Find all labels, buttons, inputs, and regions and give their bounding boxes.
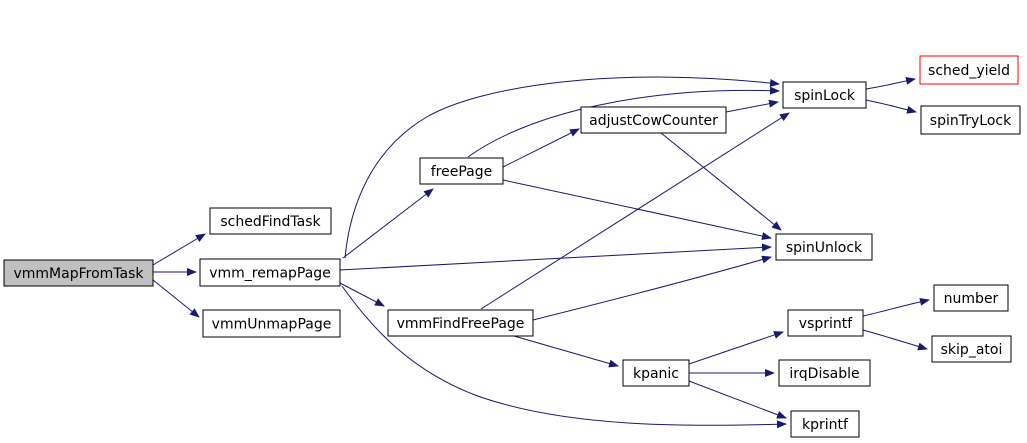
edges-layer [152,76,930,429]
node-spinUnlock[interactable]: spinUnlock [775,233,873,261]
edge-vmm_remapPage-to-spinUnlock [339,243,772,271]
node-vmmFindFreePage[interactable]: vmmFindFreePage [387,309,534,337]
node-vmmMapFromTask[interactable]: vmmMapFromTask [3,259,154,287]
edge-adjustCowCounter-to-spinLock [725,99,779,113]
edge-vmmFindFreePage-to-kpanic [513,335,619,368]
edge-vmm_remapPage-to-kprintf [341,285,787,429]
node-sched_yield[interactable]: sched_yield [919,55,1019,85]
node-vsprintf[interactable]: vsprintf [787,309,864,337]
node-vmmMapFromTask-box[interactable] [3,259,154,287]
node-schedFindTask[interactable]: schedFindTask [209,207,332,235]
node-spinLock-box[interactable] [782,81,867,109]
node-vmmUnmapPage[interactable]: vmmUnmapPage [202,309,341,338]
node-skip_atoi-label: skip_atoi [941,342,1003,358]
node-kprintf-box[interactable] [790,410,860,438]
edge-vsprintf-to-skip_atoi [862,329,928,351]
node-vmmFindFreePage-box[interactable] [387,309,534,337]
node-spinTryLock[interactable]: spinTryLock [920,105,1021,135]
node-freePage-box[interactable] [419,157,504,185]
edge-kpanic-to-kprintf [688,380,787,419]
node-vmmUnmapPage-box[interactable] [202,309,341,338]
edge-adjustCowCounter-to-spinUnlock [660,132,782,231]
node-vmm_remapPage-box[interactable] [199,258,341,287]
node-vsprintf-box[interactable] [787,309,864,337]
node-kpanic[interactable]: kpanic [622,359,690,387]
edge-vmmFindFreePage-to-spinLock [480,112,790,310]
node-vmmFindFreePage-label: vmmFindFreePage [397,316,525,332]
node-skip_atoi-box[interactable] [931,335,1012,363]
node-spinLock[interactable]: spinLock [782,81,867,109]
node-spinTryLock-box[interactable] [920,105,1021,135]
node-vmmUnmapPage-label: vmmUnmapPage [212,317,332,333]
edge-spinLock-to-sched_yield [865,76,916,90]
edge-vmm_remapPage-to-vmmFindFreePage [339,282,385,307]
node-kprintf-label: kprintf [802,417,849,433]
node-spinUnlock-box[interactable] [775,233,873,261]
node-vmmMapFromTask-label: vmmMapFromTask [13,266,144,282]
node-spinUnlock-label: spinUnlock [786,240,863,256]
node-number-label: number [944,291,999,307]
node-freePage[interactable]: freePage [419,157,504,185]
node-spinTryLock-label: spinTryLock [930,113,1012,129]
edge-vsprintf-to-number [862,297,930,317]
edge-freePage-to-adjustCowCounter [502,128,580,168]
node-sched_yield-box[interactable] [919,55,1019,85]
node-adjustCowCounter[interactable]: adjustCowCounter [580,106,727,134]
node-schedFindTask-box[interactable] [209,207,332,235]
node-schedFindTask-label: schedFindTask [220,214,321,230]
node-number-box[interactable] [933,284,1009,312]
node-number[interactable]: number [933,284,1009,312]
node-vsprintf-label: vsprintf [799,316,853,332]
edge-spinLock-to-spinTryLock [865,99,917,114]
edge-vmmFindFreePage-to-spinUnlock [532,255,772,321]
node-irqDisable-label: irqDisable [789,366,859,382]
node-irqDisable-box[interactable] [778,359,871,387]
node-kpanic-box[interactable] [622,359,690,387]
node-adjustCowCounter-label: adjustCowCounter [589,113,718,129]
node-sched_yield-label: sched_yield [928,63,1010,79]
node-vmm_remapPage[interactable]: vmm_remapPage [199,258,341,287]
edge-kpanic-to-vsprintf [688,331,784,365]
edge-freePage-to-spinUnlock [502,179,772,241]
edge-vmmMapFromTask-to-vmmUnmapPage [152,279,200,318]
node-spinLock-label: spinLock [794,88,856,104]
node-irqDisable[interactable]: irqDisable [778,359,871,387]
node-adjustCowCounter-box[interactable] [580,106,727,134]
node-kprintf[interactable]: kprintf [790,410,860,438]
nodes-layer: vmmMapFromTask schedFindTask vmm_remapPage… [3,55,1021,438]
node-vmm_remapPage-label: vmm_remapPage [209,266,331,282]
node-skip_atoi[interactable]: skip_atoi [931,335,1012,363]
edge-freePage-to-spinLock [467,86,780,158]
node-kpanic-label: kpanic [633,366,679,382]
edge-vmmMapFromTask-to-schedFindTask [152,233,206,266]
node-freePage-label: freePage [431,164,493,180]
edge-vmm_remapPage-to-freePage [342,188,434,259]
edge-vmm_remapPage-to-spinLock [344,76,780,259]
